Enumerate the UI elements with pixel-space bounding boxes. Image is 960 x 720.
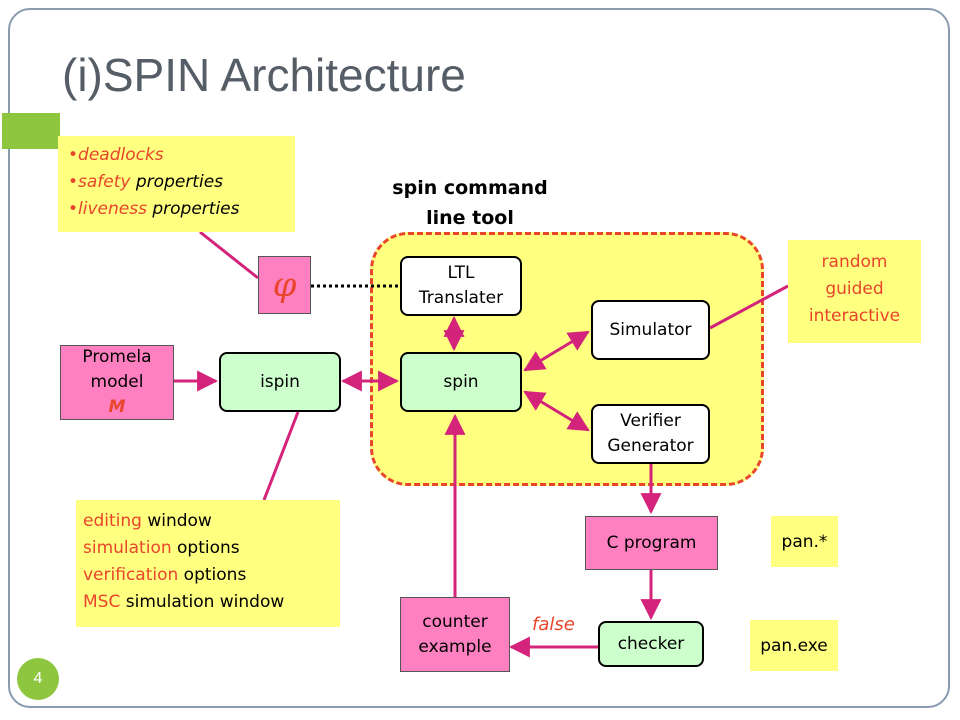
feature-rest: window [141,511,212,531]
ispin-feature: simulation options [83,535,340,562]
c-program-box: C program [585,516,718,570]
pan-source-label: pan.* [771,516,838,567]
feature-keyword: verification [83,565,179,585]
node-label: LTL [447,263,475,283]
arrow-spin-verifier [523,390,590,432]
link-ispin-to-note [262,411,300,501]
node-label: Simulator [609,319,692,340]
property-keyword: deadlocks [78,145,164,165]
simulator-node: Simulator [591,300,710,360]
property-rest: properties [146,199,240,219]
property-keyword: liveness [78,199,147,219]
feature-keyword: MSC [83,592,121,612]
properties-note: deadlocks safety properties liveness pro… [58,136,295,232]
node-label: counter [422,611,488,632]
promela-model-line: model M [91,370,144,420]
link-properties-to-formula [199,230,259,280]
false-edge-label: false [532,614,575,635]
properties-note-line: deadlocks [68,142,295,169]
node-label: checker [617,633,685,654]
link-simulator-to-modes [709,284,789,330]
spin-tool-label-line: line tool [426,207,514,229]
promela-model-prefix: model [90,372,144,392]
promela-model-line: Promela [82,347,152,367]
node-label: Generator [607,436,694,456]
node-label: ispin [260,371,300,392]
ispin-node: ispin [219,352,341,412]
counter-example-box: counter example [400,597,510,672]
feature-rest: options [171,538,240,558]
node-label: Translater [418,288,504,308]
ispin-feature: editing window [83,508,340,535]
ispin-feature: MSC simulation window [83,589,340,616]
ispin-features-note: editing window simulation options verifi… [76,500,340,627]
simulation-modes-note: random guided interactive [788,240,921,343]
property-rest: properties [130,172,224,192]
node-label: spin [443,371,479,392]
checker-node: checker [598,621,704,667]
arrow-spin-simulator [523,330,590,372]
spin-tool-label-line: spin command [392,177,548,199]
pan-exe-label: pan.exe [750,620,838,671]
ltl-formula-box: φ [258,256,311,314]
promela-model-var: M [108,397,126,417]
feature-keyword: editing [83,511,142,531]
node-label: C program [606,532,697,553]
page-number: 4 [17,658,59,700]
feature-rest: simulation window [120,592,285,612]
spin-tool-label: spin command line tool [380,173,560,233]
slide-title: (i)SPIN Architecture [62,49,466,101]
property-keyword: safety [78,172,131,192]
simulation-mode: interactive [808,306,901,326]
simulation-mode: guided [825,279,884,299]
feature-keyword: simulation [83,538,172,558]
properties-note-line: liveness properties [68,196,295,223]
spin-node: spin [400,352,522,412]
node-label: example [418,636,492,657]
verifier-generator-node: Verifier Generator [591,404,710,464]
ispin-feature: verification options [83,562,340,589]
simulation-mode: random [821,252,888,272]
ltl-translater-node: LTL Translater [400,256,522,316]
properties-note-line: safety properties [68,169,295,196]
feature-rest: options [178,565,247,585]
node-label: Verifier [620,411,681,431]
accent-bar [2,113,60,149]
promela-model-box: Promela model M [60,345,174,420]
